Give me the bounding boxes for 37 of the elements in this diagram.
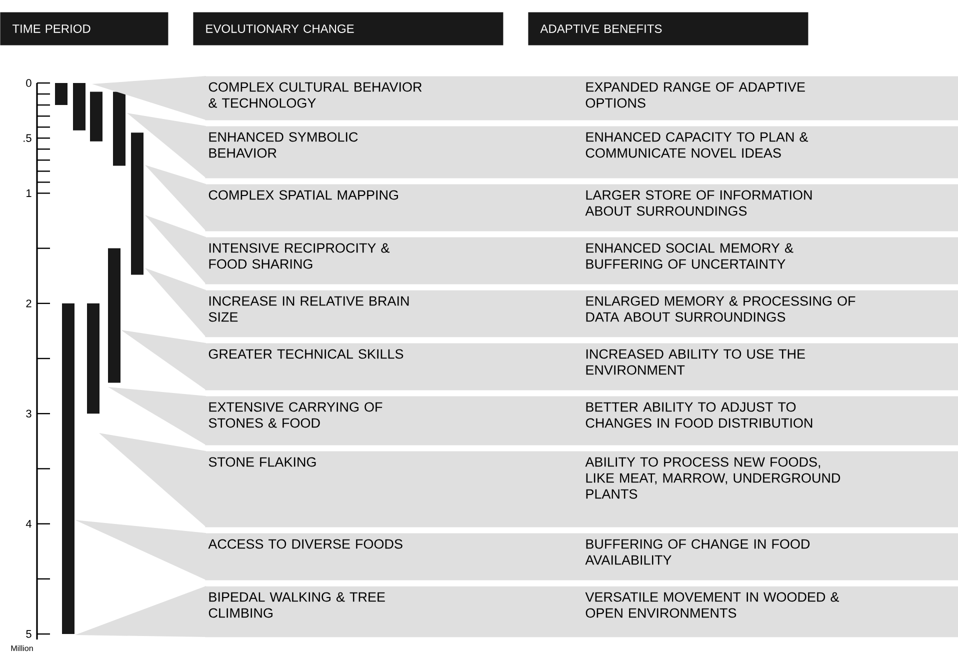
tick-label: 5 — [26, 630, 32, 638]
node-label: LARGER STORE OF INFORMATION ABOUT SURROUNDINGS — [585, 190, 812, 216]
tick-label: .5 — [24, 134, 32, 142]
row-band: COMPLEX SPATIAL MAPPING LARGER STORE OF INFORMATION ABOUT SURROUNDINGS — [145, 165, 958, 232]
node-label: COMPLEX SPATIAL MAPPING — [208, 190, 398, 200]
header-box: EVOLUTIONARY CHANGE — [193, 12, 504, 46]
row-band: INTENSIVE RECIPROCITY & FOOD SHARING ENHANCED SOCIAL MEMORY & BUFFERING OF UNCERTAINTY — [145, 215, 958, 284]
row-band: INCREASE IN RELATIVE BRAIN SIZE ENLARGED MEMORY & PROCESSING OF DATA ABOUT SURROUNDINGS — [145, 268, 958, 338]
tick-label: 1 — [26, 189, 32, 197]
node-label: INCREASE IN RELATIVE BRAIN SIZE — [208, 296, 409, 322]
axis-unit: Million — [11, 645, 33, 652]
node-label: BETTER ABILITY TO ADJUST TO CHANGES IN FOOD DISTRIBUTION — [586, 402, 812, 428]
node-label: ENHANCED SOCIAL MEMORY & BUFFERING OF UNCERTAINTY — [586, 243, 794, 269]
node-label: ACCESS TO DIVERSE FOODS — [208, 539, 402, 549]
row-band: STONE FLAKING ABILITY TO PROCESS NEW FOODS, LIKE MEAT, MARROW, UNDERGROUND PLANTS — [99, 433, 958, 528]
header-box: ADAPTIVE BENEFITS — [528, 12, 808, 46]
node-label: EXTENSIVE CARRYING OF STONES & FOOD — [208, 402, 382, 428]
row-band: COMPLEX CULTURAL BEHAVIOR & TECHNOLOGY EXPANDED RANGE OF ADAPTIVE OPTIONS — [92, 76, 958, 120]
row-band: ENHANCED SYMBOLIC BEHAVIOR ENHANCED CAPACITY TO PLAN & COMMUNICATE NOVEL IDEAS — [127, 113, 958, 178]
tick-label: 0 — [26, 79, 32, 87]
node-label: STONE FLAKING — [208, 457, 316, 467]
node-label: ENHANCED CAPACITY TO PLAN & COMMUNICATE NOVEL IDEAS — [586, 132, 808, 158]
node-label: ENLARGED MEMORY & PROCESSING OF DATA ABOUT SURROUNDINGS — [586, 296, 856, 322]
row-band: EXTENSIVE CARRYING OF STONES & FOOD BETTER ABILITY TO ADJUST TO CHANGES IN FOOD DISTRIBUTION — [108, 387, 958, 446]
tick-label: 4 — [26, 520, 32, 528]
node-label: BUFFERING OF CHANGE IN FOOD AVAILABILITY — [585, 539, 810, 565]
header-box: TIME PERIOD — [0, 12, 168, 46]
node-label: ENHANCED SYMBOLIC BEHAVIOR — [209, 132, 358, 158]
row-band: ACCESS TO DIVERSE FOODS BUFFERING OF CHANGE IN FOOD AVAILABILITY — [75, 520, 958, 580]
tick-label: 3 — [26, 410, 32, 418]
node-label: ABILITY TO PROCESS NEW FOODS, LIKE MEAT, MARROW, UNDERGROUND PLANTS — [585, 457, 840, 499]
tick-label: 2 — [26, 300, 32, 308]
node-label: GREATER TECHNICAL SKILLS — [208, 349, 404, 359]
node-label: INTENSIVE RECIPROCITY & FOOD SHARING — [209, 243, 390, 269]
row-band: BIPEDAL WALKING & TREE CLIMBING VERSATILE MOVEMENT IN WOODED & OPEN ENVIRONMENTS — [75, 586, 958, 638]
row-band: GREATER TECHNICAL SKILLS INCREASED ABILITY TO USE THE ENVIRONMENT — [121, 330, 958, 390]
node-label: INCREASED ABILITY TO USE THE ENVIRONMENT — [586, 349, 805, 375]
